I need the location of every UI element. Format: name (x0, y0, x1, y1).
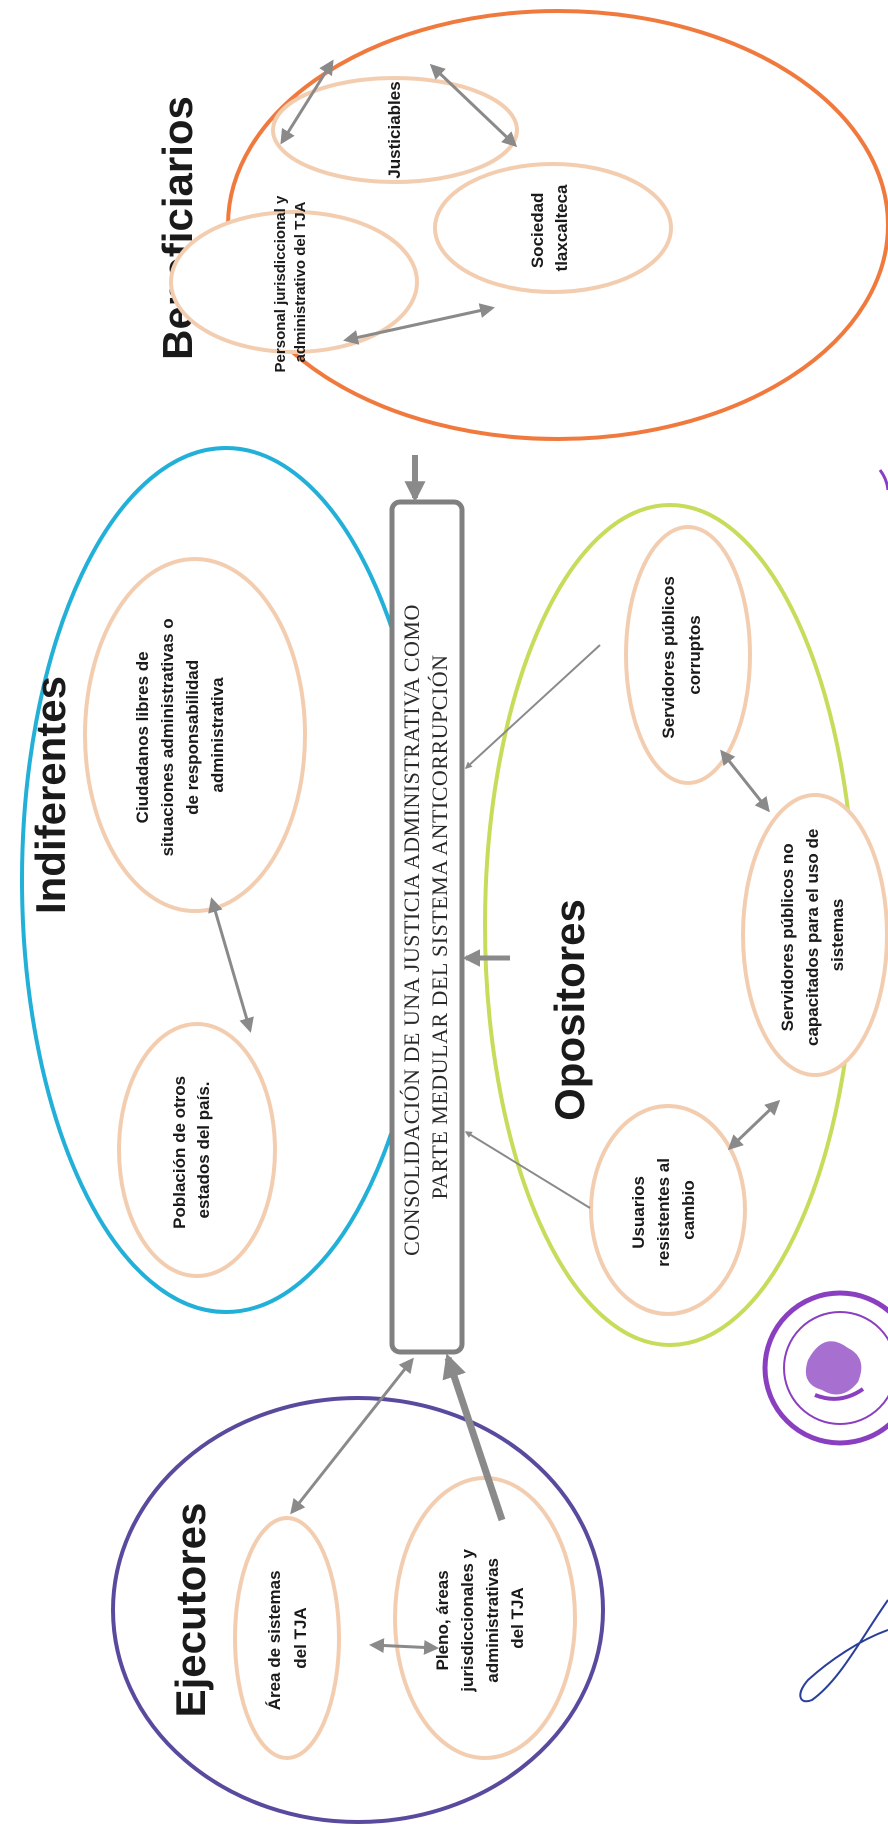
node-justiciables: Justiciables (385, 81, 404, 178)
node-sociedad-ellipse (433, 162, 673, 294)
central-box (389, 499, 465, 1355)
arrow-corruptos-central (464, 644, 601, 769)
node-no-capacitados: Servidores públicos no capacitados para … (778, 824, 847, 1046)
node-corruptos-ellipse (624, 525, 752, 785)
node-pleno: Pleno, áreas jurisdiccionales y administ… (433, 1544, 527, 1692)
arrow-area-pleno (369, 1638, 439, 1655)
central-text: CONSOLIDACIÓN DE UNA JUSTICIA ADMINISTRA… (399, 598, 452, 1256)
node-corruptos: Servidores públicos corruptos (659, 571, 704, 738)
node-poblacion: Población de otros estados del país. (170, 1071, 213, 1229)
indiferentes-title: Indiferentes (27, 676, 74, 914)
official-seal (762, 1290, 888, 1446)
node-usuarios-ellipse (589, 1104, 747, 1316)
arrow-justiciables-sociedad (429, 63, 518, 148)
arrow-pleno-central (442, 1353, 506, 1522)
node-personal: Personal jurisdiccional y administrativo… (272, 192, 309, 373)
arrow-usuarios-nocapacitados (727, 1099, 781, 1151)
opositores-title: Opositores (546, 899, 593, 1121)
node-ciudadanos: Ciudadanos libres de situaciones adminis… (133, 614, 227, 857)
node-sociedad: Sociedad tlaxcalteca (528, 184, 571, 271)
arrow-personal-justiciables (280, 59, 334, 145)
arrow-ciudadanos-poblacion (208, 897, 254, 1033)
node-poblacion-ellipse (117, 1022, 277, 1278)
arrow-corruptos-nocapacitados (720, 749, 770, 813)
ejecutores-title: Ejecutores (167, 1503, 214, 1718)
node-ciudadanos-ellipse (83, 557, 307, 913)
seal-fragment-top-right (878, 469, 888, 491)
arrow-personal-sociedad (343, 303, 495, 345)
signature (799, 1599, 888, 1703)
node-usuarios: Usuarios resistentes al cambio (629, 1153, 698, 1266)
node-area-sistemas: Área de sistemas del TJA (265, 1566, 310, 1711)
arrow-area-central (290, 1357, 414, 1515)
node-no-capacitados-ellipse (741, 793, 888, 1077)
node-area-sistemas-ellipse (233, 1516, 341, 1760)
arrow-usuarios-central (464, 1131, 591, 1209)
